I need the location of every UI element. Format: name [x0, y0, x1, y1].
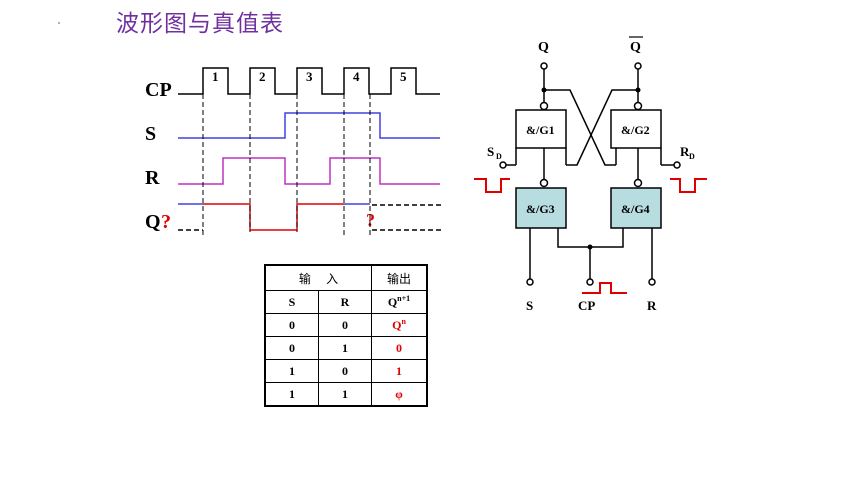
col-q-sup: n+1	[397, 294, 411, 303]
sd-label: S	[487, 144, 494, 159]
pulse-number-3: 3	[306, 69, 313, 84]
rd-label: R	[680, 144, 690, 159]
cp-waveform	[178, 67, 440, 95]
label-cp: CP	[145, 79, 172, 101]
table-column-row: S R Qn+1	[264, 290, 428, 314]
q-waveform	[203, 203, 344, 231]
label-q: Q	[145, 211, 161, 233]
cell-q: 0	[371, 336, 428, 360]
cell-s: 0	[264, 336, 319, 360]
gate-g2: &/G2	[621, 123, 650, 137]
cell-q: 1	[371, 359, 428, 383]
input-cp-label: CP	[578, 298, 595, 313]
cell-s: 1	[264, 359, 319, 383]
gate-g1: &/G1	[526, 123, 555, 137]
table-row: 1 0 1	[264, 359, 428, 383]
cell-s: 0	[264, 313, 319, 337]
s-waveform	[178, 112, 440, 139]
label-r: R	[145, 167, 160, 189]
r-waveform	[178, 157, 440, 185]
gate-g4: &/G4	[621, 202, 650, 216]
label-s: S	[145, 123, 156, 145]
rd-sub-label: D	[689, 152, 695, 161]
cell-q: Qn	[371, 313, 428, 337]
col-r: R	[318, 290, 372, 314]
input-s-label: S	[526, 298, 533, 313]
decorative-dot	[58, 22, 60, 24]
q-undefined-question: ?	[366, 210, 375, 230]
gate-g3: &/G3	[526, 202, 555, 216]
cell-q: φ	[371, 382, 428, 407]
input-r-label: R	[647, 298, 657, 313]
cell-s: 1	[264, 382, 319, 407]
table-header-row: 输 入 输出	[264, 264, 428, 291]
cell-q-text: Q	[392, 318, 402, 332]
output-qbar-label: Q	[630, 40, 641, 55]
cp-pulse-hint	[582, 282, 627, 294]
sd-pulse-hint	[474, 178, 510, 193]
rd-pulse-hint	[670, 178, 707, 193]
pulse-number-2: 2	[259, 69, 266, 84]
col-q-text: Q	[387, 295, 398, 309]
cell-r: 0	[318, 313, 372, 337]
page-title: 波形图与真值表	[116, 11, 284, 37]
col-s: S	[264, 290, 319, 314]
cell-q-sup: n	[401, 317, 406, 326]
table-row: 1 1 φ	[264, 382, 428, 407]
cell-r: 0	[318, 359, 372, 383]
header-input: 输 入	[264, 264, 372, 291]
cell-r: 1	[318, 382, 372, 407]
output-q-label: Q	[538, 40, 549, 55]
cell-r: 1	[318, 336, 372, 360]
sd-sub-label: D	[496, 152, 502, 161]
rs-flipflop-circuit	[499, 62, 681, 286]
table-row: 0 1 0	[264, 336, 428, 360]
header-output: 输出	[371, 264, 428, 291]
pulse-number-4: 4	[353, 69, 360, 84]
label-q-question: ?	[161, 211, 171, 233]
truth-table: 输 入 输出 S R Qn+1 0 0 Qn 0 1 0 1 0 1 1 1 φ	[264, 264, 428, 407]
pulse-number-5: 5	[400, 69, 407, 84]
table-row: 0 0 Qn	[264, 313, 428, 337]
col-q: Qn+1	[371, 290, 428, 314]
pulse-number-1: 1	[212, 69, 219, 84]
